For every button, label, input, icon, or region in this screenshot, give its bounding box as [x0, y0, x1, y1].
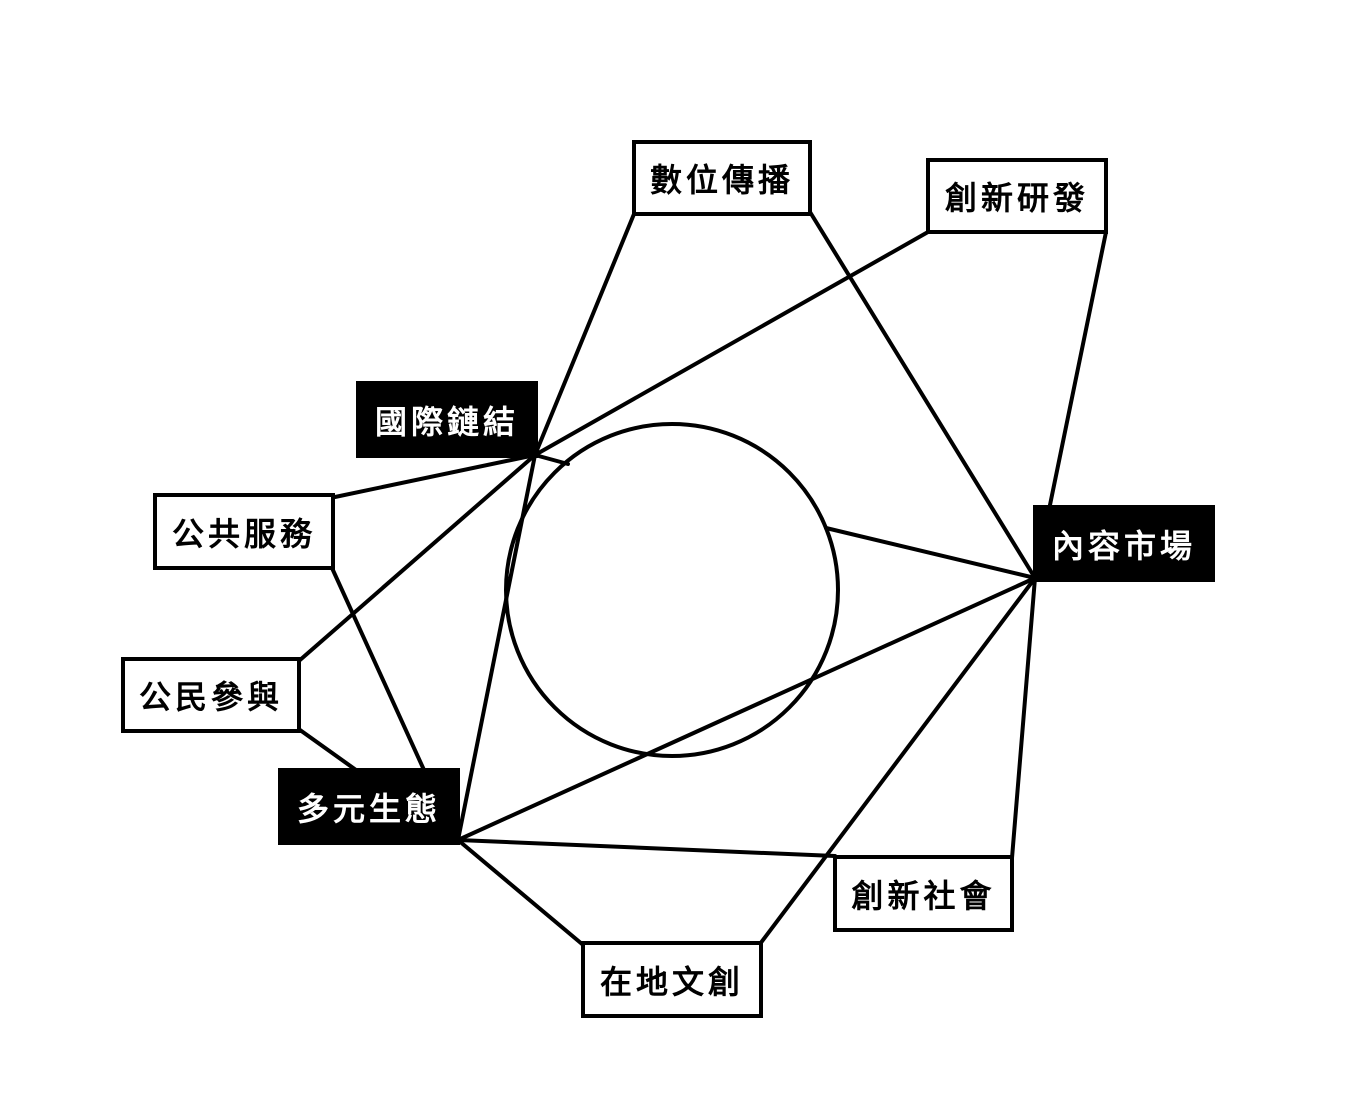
link-market-circle [824, 526, 1037, 580]
link-ecology-public-service [330, 566, 426, 772]
node-innovation-rd: 創新研發 [926, 158, 1108, 234]
node-civic: 公民參與 [121, 657, 301, 733]
node-local-creative-label: 在地文創 [599, 962, 744, 1001]
node-digital: 數位傳播 [632, 140, 812, 216]
node-digital-label: 數位傳播 [649, 161, 794, 199]
link-market-digital [808, 210, 1037, 580]
hub-diverse-ecology-label: 多元生態 [296, 789, 441, 828]
hub-diverse-ecology: 多元生態 [278, 768, 460, 845]
node-innovation-rd-label: 創新研發 [944, 179, 1089, 217]
link-international-digital [533, 212, 636, 457]
node-innovation-society: 創新社會 [833, 855, 1014, 932]
link-market-innovation-society [1010, 576, 1037, 860]
link-market-local-creative [758, 576, 1037, 946]
hub-international: 國際鏈結 [356, 381, 538, 458]
link-market-diverse-ecology [456, 576, 1037, 842]
node-public-service: 公共服務 [153, 493, 335, 570]
node-innovation-society-label: 創新社會 [851, 876, 996, 915]
link-ecology-civic [298, 728, 358, 772]
hub-international-label: 國際鏈結 [374, 402, 519, 441]
hub-content-market-label: 內容市場 [1051, 526, 1196, 565]
node-public-service-label: 公共服務 [171, 514, 316, 553]
node-civic-label: 公民參與 [138, 678, 283, 716]
link-international-circle [533, 453, 570, 466]
link-international-civic [298, 453, 537, 662]
link-ecology-innovation-society [456, 838, 837, 858]
hub-content-market: 內容市場 [1033, 505, 1215, 582]
link-international-innovation-rd [533, 230, 930, 457]
node-local-creative: 在地文創 [581, 941, 763, 1018]
link-international-public-service [333, 453, 537, 499]
link-ecology-local-creative [456, 838, 584, 946]
center-circle [504, 422, 840, 758]
